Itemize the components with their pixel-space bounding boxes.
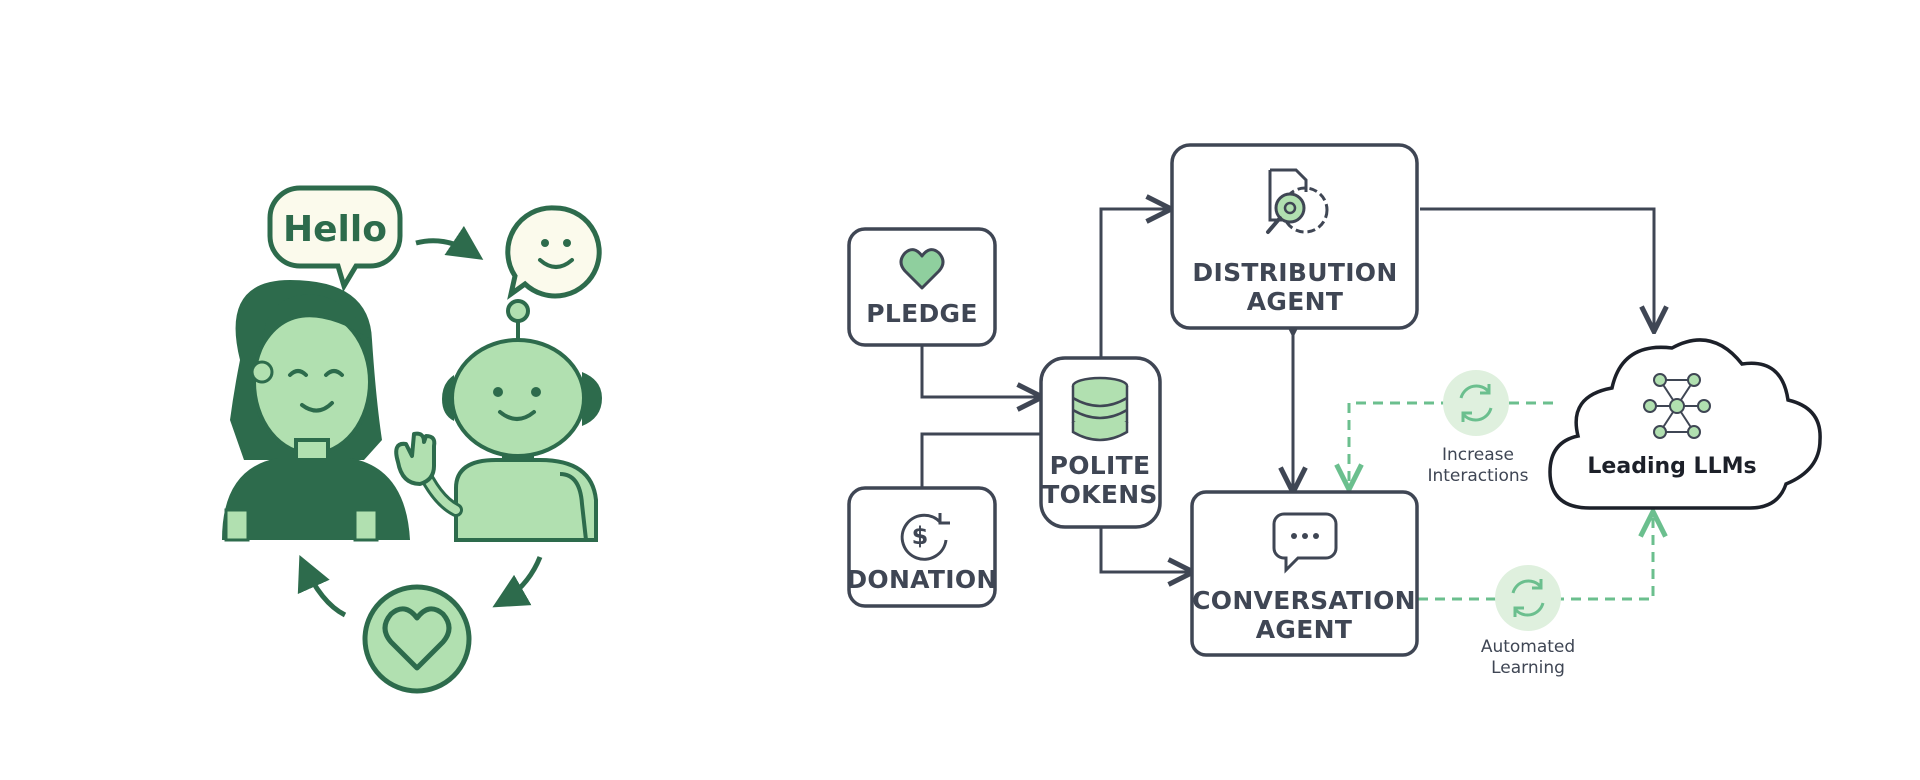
gear-search-icon bbox=[1266, 168, 1329, 234]
hello-text: Hello bbox=[283, 209, 387, 250]
heart-circle-icon bbox=[362, 584, 472, 694]
robot-figure bbox=[394, 299, 602, 542]
automated-label-line1: Automated bbox=[1481, 637, 1575, 657]
arrow-to-smiley bbox=[415, 225, 484, 260]
increase-label-line1: Increase bbox=[1442, 445, 1514, 465]
arrow-to-heart bbox=[492, 556, 543, 608]
pledge-node: PLEDGE bbox=[847, 227, 997, 347]
svg-text:$: $ bbox=[912, 522, 929, 550]
woman-figure bbox=[222, 280, 410, 542]
edge-tokens-to-distribution bbox=[1099, 209, 1169, 359]
distribution-label-line1: DISTRIBUTION bbox=[1192, 258, 1397, 287]
polite-tokens-node: POLITE TOKENS bbox=[1039, 356, 1162, 529]
dollar-cycle-icon: $ bbox=[900, 513, 950, 561]
conversation-agent-node: CONVERSATION AGENT bbox=[1190, 490, 1419, 657]
conversation-label-line1: CONVERSATION bbox=[1192, 586, 1416, 615]
neural-network-icon bbox=[1643, 373, 1711, 439]
chat-bubble-icon bbox=[1272, 512, 1338, 574]
hello-speech-bubble: Hello bbox=[267, 185, 403, 293]
flow-diagram: PLEDGE $ DONATION POLITE TOKENS bbox=[846, 143, 1822, 678]
edge-donation-to-tokens bbox=[920, 432, 1040, 488]
automated-label-line2: Learning bbox=[1491, 658, 1565, 678]
leading-llms-cloud: Leading LLMs bbox=[1548, 338, 1822, 510]
polite-tokens-label-line2: TOKENS bbox=[1042, 480, 1157, 509]
illustration: Hello bbox=[222, 185, 602, 694]
conversation-label-line2: AGENT bbox=[1256, 615, 1352, 644]
distribution-label-line2: AGENT bbox=[1247, 287, 1343, 316]
refresh-icon bbox=[1459, 384, 1493, 422]
heart-icon bbox=[899, 248, 945, 290]
llms-label: Leading LLMs bbox=[1587, 454, 1756, 479]
refresh-icon bbox=[1511, 579, 1545, 617]
edge-tokens-to-conversation bbox=[1099, 527, 1191, 572]
edge-distribution-to-llms bbox=[1420, 207, 1654, 329]
edge-conversation-to-llms-dashed bbox=[1418, 514, 1653, 601]
increase-interactions-badge: Increase Interactions bbox=[1427, 370, 1529, 486]
distribution-agent-node: DISTRIBUTION AGENT bbox=[1170, 143, 1419, 330]
donation-label: DONATION bbox=[846, 565, 997, 594]
polite-tokens-label-line1: POLITE bbox=[1050, 451, 1151, 480]
increase-label-line2: Interactions bbox=[1427, 466, 1528, 486]
automated-learning-badge: Automated Learning bbox=[1481, 565, 1575, 678]
pledge-label: PLEDGE bbox=[866, 299, 977, 328]
database-icon bbox=[1071, 376, 1129, 442]
edge-pledge-to-tokens bbox=[920, 346, 1040, 397]
smiley-bubble-icon bbox=[505, 205, 602, 300]
donation-node: $ DONATION bbox=[846, 486, 997, 608]
arrow-to-woman bbox=[297, 555, 347, 618]
